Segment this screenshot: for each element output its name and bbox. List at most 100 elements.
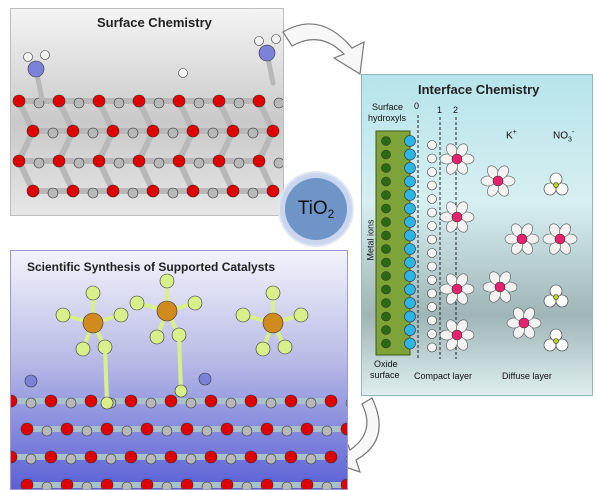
ligand-atom — [129, 295, 145, 311]
titanium-atom — [127, 187, 139, 199]
surface-hydroxyl-ion — [404, 337, 416, 350]
titanium-atom — [73, 97, 85, 109]
ligand-atom — [255, 341, 271, 357]
titanium-atom — [273, 97, 283, 109]
oxide-surface-label-line1: Oxide — [374, 359, 398, 369]
metal-ion — [381, 203, 391, 214]
oxygen-atom — [220, 478, 234, 489]
oxygen-atom — [52, 154, 66, 168]
adsorbed-water — [427, 221, 437, 231]
titanium-atom — [153, 157, 165, 169]
titanium-atom — [265, 397, 277, 409]
oxygen-atom — [204, 394, 218, 408]
surface-hydroxyl-ion — [404, 243, 416, 255]
adsorbed-water — [427, 261, 437, 272]
cation-core — [451, 153, 463, 165]
ligand-atom — [174, 384, 188, 398]
titanium-atom — [113, 97, 125, 109]
surface-hydroxyl-ion — [404, 229, 416, 242]
titanium-atom — [201, 425, 213, 437]
titanium-atom — [41, 481, 53, 489]
surface-hydroxyl-ion — [404, 135, 416, 147]
oxygen-atom — [180, 478, 194, 489]
oxygen-atom — [186, 184, 200, 198]
titanium-atom — [87, 127, 99, 139]
compact-layer-label: Compact layer — [414, 371, 473, 381]
surface-hydroxyl-ion — [404, 202, 416, 215]
interface-chemistry-title: Interface Chemistry — [418, 82, 540, 97]
oxygen-atom — [100, 422, 114, 436]
oxygen-atom — [92, 154, 106, 168]
oxygen-atom — [340, 478, 347, 489]
adsorbed-water — [427, 315, 437, 326]
cation-core — [516, 233, 528, 245]
oxygen-atom — [60, 478, 74, 489]
adsorbed-water — [427, 248, 437, 258]
titanium-atom — [207, 127, 219, 139]
metal-ion — [381, 325, 391, 335]
oxygen-atom — [44, 394, 58, 408]
ligand-atom — [75, 341, 91, 357]
titanium-atom — [305, 397, 317, 409]
anion-oxygen — [555, 294, 569, 308]
adsorbed-water — [427, 342, 437, 353]
anion-symbol: NO — [553, 130, 568, 142]
anion-nitrogen — [553, 294, 559, 300]
titanium-atom — [281, 481, 293, 489]
oxygen-atom — [324, 394, 338, 408]
metal-ion — [381, 136, 391, 146]
diffuse-layer-label: Diffuse layer — [502, 371, 552, 381]
cation-core — [451, 329, 463, 341]
cation-label: K+ — [506, 129, 517, 141]
titanium-atom — [345, 399, 347, 407]
interface-chemistry-panel: Interface Chemistry Surface hydroxyls 0 … — [361, 74, 593, 396]
adsorbed-water — [427, 234, 437, 245]
adsorbed-water — [427, 275, 437, 285]
oxygen-atom — [212, 94, 226, 108]
oxygen-atom — [172, 94, 186, 108]
hydrogen-atom — [40, 50, 50, 60]
oxygen-atom — [340, 422, 347, 436]
cation-core — [518, 317, 530, 329]
oxygen-atom — [284, 450, 298, 464]
oxygen-atom — [146, 124, 160, 138]
surface-chemistry-title: Surface Chemistry — [97, 15, 212, 30]
nitrogen-atom — [198, 372, 212, 386]
metal-ion — [381, 230, 391, 241]
oxide-slab — [375, 130, 411, 356]
metal-ion — [381, 311, 391, 322]
oxygen-atom — [132, 94, 146, 108]
titanium-atom — [241, 425, 253, 437]
titanium-atom — [185, 453, 197, 465]
oxygen-atom — [84, 450, 98, 464]
metal-center — [262, 312, 284, 334]
anion-label: NO3- — [553, 129, 574, 143]
surface-hydroxyl-ion — [404, 297, 416, 309]
titanium-atom — [81, 481, 93, 489]
titanium-atom — [225, 397, 237, 409]
surface-hydroxyls-label-line1: Surface — [372, 102, 404, 112]
surface-hydroxyl-ion — [404, 310, 416, 323]
oxygen-atom — [324, 450, 338, 464]
oxygen-atom — [244, 450, 258, 464]
ligand-atom — [265, 285, 281, 301]
anion-nitrogen — [553, 338, 559, 344]
arrow-to-interface-icon — [282, 23, 365, 75]
metal-ion — [381, 190, 391, 200]
cation-core — [494, 281, 506, 293]
oxygen-atom — [106, 184, 120, 198]
adsorbed-water — [427, 140, 437, 150]
oxygen-atom — [164, 394, 178, 408]
oxygen-atom — [106, 124, 120, 138]
titanium-atom — [233, 157, 245, 169]
oxygen-atom — [60, 422, 74, 436]
metal-ion — [381, 271, 391, 281]
titanium-atom — [193, 157, 205, 169]
adsorbed-water — [427, 329, 437, 339]
titanium-atom — [65, 453, 77, 465]
ligand-atom — [187, 295, 203, 311]
titanium-atom — [193, 97, 205, 109]
metal-ion — [381, 217, 391, 227]
metal-ion — [381, 338, 391, 349]
oxygen-atom — [124, 394, 138, 408]
